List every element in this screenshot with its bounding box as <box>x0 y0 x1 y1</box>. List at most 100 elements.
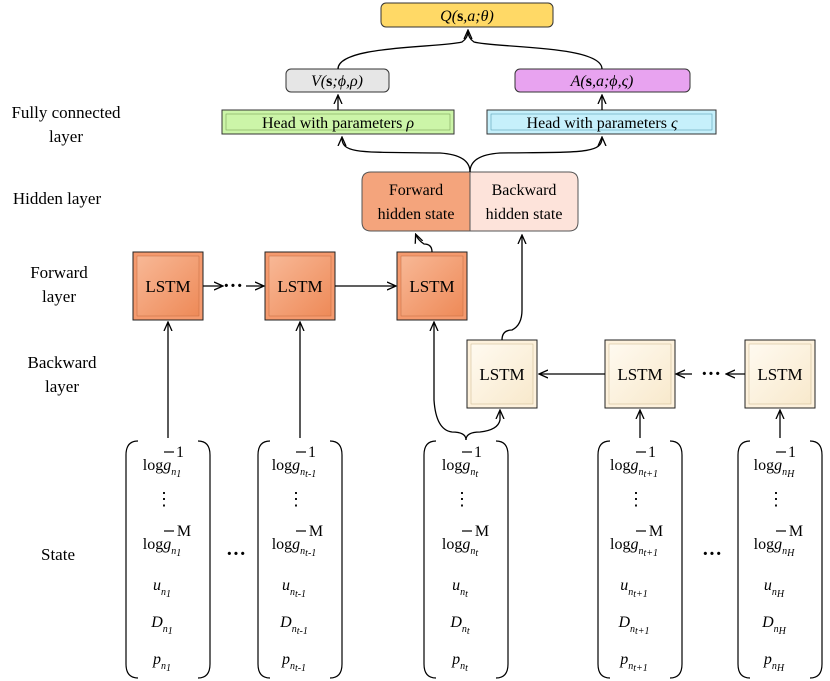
state-superscript-1: 1 <box>474 444 482 461</box>
head-rho-label: Head with parameters ρ <box>262 115 414 132</box>
forward-lstm-2: LSTM <box>264 251 336 321</box>
forward-hidden-state-line2: hidden state <box>378 206 455 223</box>
state-ellipsis-right: ··· <box>702 543 722 565</box>
arrow-state3-to-backward-lstm <box>465 411 500 441</box>
head-varsigma-label: Head with parameters ς <box>527 115 678 132</box>
state-vector-right-paren <box>495 440 509 679</box>
label-fully-connected-line1: Fully connected <box>11 103 121 122</box>
backward-lstm-1: LSTM <box>466 339 538 409</box>
forward-lstm-1-label: LSTM <box>145 277 190 296</box>
state-superscript-1: 1 <box>308 444 316 461</box>
label-forward-line2: layer <box>42 287 76 306</box>
state-d: Dnt-1 <box>279 614 308 637</box>
forward-ellipsis: ··· <box>223 275 243 297</box>
arrow-v-to-q <box>337 31 468 70</box>
state-log-g-m: loggnt-1 <box>272 536 317 559</box>
state-d: Dn1 <box>150 614 173 637</box>
state-u: unt <box>452 577 468 600</box>
state-vector-left-paren <box>737 440 751 679</box>
backward-lstm-3: LSTM <box>744 339 816 409</box>
arrow-backward-to-hidden <box>501 236 522 341</box>
state-p: pnt-1 <box>281 651 306 674</box>
state-superscript-m: M <box>475 523 489 540</box>
q-value-label: Q(s,a;θ) <box>440 8 494 25</box>
state-ellipsis-left: ··· <box>226 543 246 565</box>
arrow-hidden-to-head-varsigma <box>469 138 602 173</box>
label-fully-connected-line2: layer <box>49 127 83 146</box>
state-superscript-1: 1 <box>788 444 796 461</box>
backward-hidden-state-line2: hidden state <box>486 206 563 223</box>
state-log-g-1: loggn1 <box>143 457 181 480</box>
state-log-g-m: loggnt <box>442 536 478 559</box>
state-vector-right-paren <box>669 440 683 679</box>
forward-lstm-1: LSTM <box>132 251 204 321</box>
state-p: pnt+1 <box>619 651 648 674</box>
state-vector-right-paren <box>197 440 211 679</box>
state-log-g-m: loggn1 <box>143 536 181 559</box>
state-u: unt+1 <box>620 577 648 600</box>
state-vdots: ⋮ <box>155 489 173 509</box>
value-function-label: V(s;ϕ,ρ) <box>311 73 363 90</box>
state-vector-left-paren <box>125 440 139 679</box>
state-vector-right-paren <box>329 440 343 679</box>
state-log-g-1: loggnH <box>754 457 795 480</box>
state-d: DnH <box>761 614 787 637</box>
state-superscript-m: M <box>789 523 803 540</box>
state-p: pn1 <box>152 651 171 674</box>
forward-lstm-3: LSTM <box>396 251 468 321</box>
state-p: pnt <box>451 651 468 674</box>
label-backward-line2: layer <box>45 377 79 396</box>
forward-lstm-2-label: LSTM <box>277 277 322 296</box>
forward-hidden-state-box <box>361 171 471 232</box>
forward-hidden-state-line1: Forward <box>389 182 443 199</box>
arrow-hidden-to-head-rho <box>342 138 471 173</box>
q-value-box <box>380 2 554 28</box>
state-superscript-m: M <box>309 523 323 540</box>
backward-lstm-2: LSTM <box>604 339 676 409</box>
state-vector-left-paren <box>423 440 437 679</box>
state-p: pnH <box>763 651 785 674</box>
backward-hidden-state-box <box>469 171 579 232</box>
state-log-g-1: loggnt+1 <box>610 457 658 480</box>
state-vdots: ⋮ <box>627 489 645 509</box>
state-vdots: ⋮ <box>767 489 785 509</box>
forward-lstm-3-label: LSTM <box>409 277 454 296</box>
state-u: unt-1 <box>282 577 306 600</box>
advantage-function-label: A(s,a;ϕ,ς) <box>570 73 634 90</box>
state-d: Dnt+1 <box>617 614 649 637</box>
label-state: State <box>41 545 75 564</box>
state-u: unH <box>764 577 785 600</box>
state-vdots: ⋮ <box>453 489 471 509</box>
state-vector-left-paren <box>257 440 271 679</box>
arrow-state3-to-forward-lstm <box>434 323 467 441</box>
state-log-g-m: loggnt+1 <box>610 536 658 559</box>
state-log-g-1: loggnt-1 <box>272 457 317 480</box>
arrow-a-to-q <box>467 30 603 70</box>
state-log-g-1: loggnt <box>442 457 478 480</box>
state-log-g-m: loggnH <box>754 536 795 559</box>
backward-lstm-2-label: LSTM <box>617 365 662 384</box>
state-superscript-1: 1 <box>648 444 656 461</box>
label-forward-line1: Forward <box>30 263 88 282</box>
state-vdots: ⋮ <box>287 489 305 509</box>
arrow-forward-to-hidden <box>416 235 433 253</box>
state-superscript-1: 1 <box>176 444 184 461</box>
backward-lstm-3-label: LSTM <box>757 365 802 384</box>
state-d: Dnt <box>449 614 470 637</box>
label-hidden-layer: Hidden layer <box>13 189 102 208</box>
state-vector-right-paren <box>809 440 823 679</box>
label-backward-line1: Backward <box>28 353 97 372</box>
state-superscript-m: M <box>649 523 663 540</box>
backward-lstm-1-label: LSTM <box>479 365 524 384</box>
backward-hidden-state-line1: Backward <box>492 182 557 199</box>
state-superscript-m: M <box>177 523 191 540</box>
backward-ellipsis: ··· <box>701 363 721 385</box>
state-vector-left-paren <box>597 440 611 679</box>
state-u: un1 <box>153 577 171 600</box>
